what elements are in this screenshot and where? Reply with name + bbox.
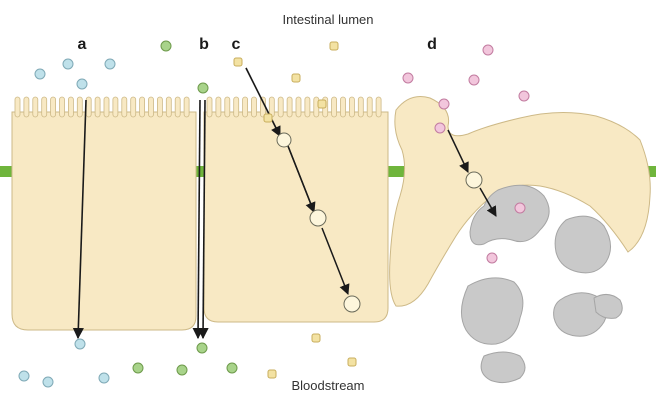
microvillus xyxy=(60,97,65,117)
particle xyxy=(63,59,73,69)
particle xyxy=(268,370,276,378)
particle xyxy=(318,100,326,108)
intestinal-lumen-label: Intestinal lumen xyxy=(282,12,373,27)
particle xyxy=(234,58,242,66)
microvillus xyxy=(95,97,100,117)
microvillus xyxy=(367,97,372,117)
microvillus xyxy=(287,97,292,117)
particle xyxy=(264,114,272,122)
microvillus xyxy=(332,97,337,117)
microvillus xyxy=(77,97,82,117)
microvillus xyxy=(122,97,127,117)
particle xyxy=(515,203,525,213)
microvillus xyxy=(341,97,346,117)
particle xyxy=(105,59,115,69)
microvillus xyxy=(175,97,180,117)
particle xyxy=(312,334,320,342)
microvillus xyxy=(216,97,221,117)
microvillus xyxy=(140,97,145,117)
particle xyxy=(99,373,109,383)
microvillus xyxy=(104,97,109,117)
enterocyte-left xyxy=(12,112,196,330)
vesicle xyxy=(277,133,291,147)
particle xyxy=(435,123,445,133)
microvillus xyxy=(376,97,381,117)
microvillus xyxy=(68,97,73,117)
particle xyxy=(469,75,479,85)
particle xyxy=(483,45,493,55)
microvillus xyxy=(51,97,56,117)
particle xyxy=(348,358,356,366)
particle xyxy=(227,363,237,373)
microvillus xyxy=(243,97,248,117)
particle xyxy=(519,91,529,101)
particle xyxy=(35,69,45,79)
vesicle xyxy=(466,172,482,188)
microvillus xyxy=(296,97,301,117)
particle xyxy=(198,83,208,93)
particle xyxy=(75,339,85,349)
microvillus xyxy=(349,97,354,117)
particle xyxy=(177,365,187,375)
immune-cell xyxy=(555,216,610,273)
microvillus xyxy=(207,97,212,117)
microvillus xyxy=(157,97,162,117)
particle xyxy=(161,41,171,51)
particle xyxy=(197,343,207,353)
microvillus xyxy=(166,97,171,117)
vesicle xyxy=(310,210,326,226)
microvillus xyxy=(278,97,283,117)
particle xyxy=(19,371,29,381)
microvillus xyxy=(305,97,310,117)
particle xyxy=(292,74,300,82)
bloodstream-label: Bloodstream xyxy=(292,378,365,393)
panel-label-a: a xyxy=(78,36,87,53)
particle xyxy=(403,73,413,83)
panel-label-c: c xyxy=(232,36,241,53)
particle xyxy=(133,363,143,373)
immune-cell xyxy=(481,352,525,383)
microvillus xyxy=(184,97,189,117)
microvillus xyxy=(225,97,230,117)
particle xyxy=(487,253,497,263)
particle xyxy=(330,42,338,50)
microvillus xyxy=(358,97,363,117)
particle xyxy=(77,79,87,89)
particle xyxy=(43,377,53,387)
immune-cell xyxy=(461,278,522,344)
microvillus xyxy=(234,97,239,117)
microvillus xyxy=(86,97,91,117)
microvillus xyxy=(24,97,29,117)
microvillus xyxy=(15,97,20,117)
enterocyte-middle xyxy=(204,112,388,322)
particle xyxy=(439,99,449,109)
microvillus xyxy=(42,97,47,117)
microvillus xyxy=(252,97,257,117)
microvillus xyxy=(113,97,118,117)
microvillus xyxy=(149,97,154,117)
vesicle xyxy=(344,296,360,312)
microvillus xyxy=(131,97,136,117)
transport-arrow-b-left xyxy=(198,100,200,338)
panel-label-b: b xyxy=(199,36,209,53)
panel-label-d: d xyxy=(427,36,437,53)
microvillus xyxy=(33,97,38,117)
